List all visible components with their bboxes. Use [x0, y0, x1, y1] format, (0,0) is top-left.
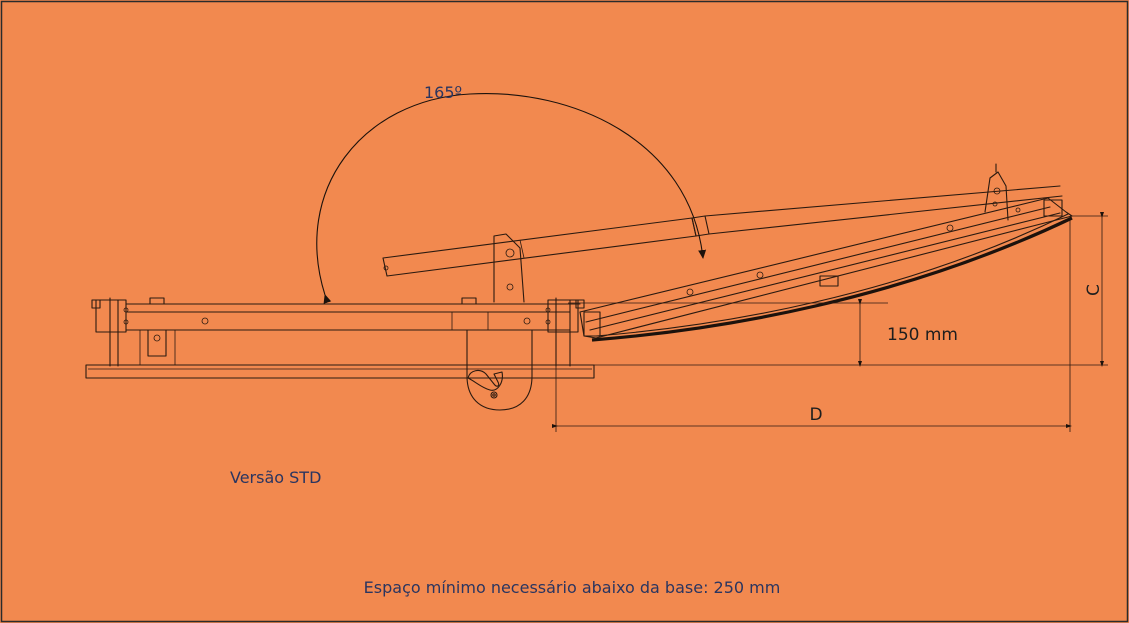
dimension-c-label: C — [1084, 284, 1104, 296]
open-lid — [579, 163, 1073, 342]
dimension-d-label: D — [809, 405, 822, 425]
version-label: Versão STD — [230, 468, 321, 487]
hatch-base — [85, 297, 595, 379]
footer-note: Espaço mínimo necessário abaixo da base:… — [364, 578, 781, 597]
hinge-assembly — [466, 233, 533, 411]
rotation-arc — [316, 92, 707, 304]
dimension-lines — [552, 212, 1108, 432]
angle-label: 165º — [424, 83, 462, 102]
dimension-150-label: 150 mm — [887, 325, 958, 345]
